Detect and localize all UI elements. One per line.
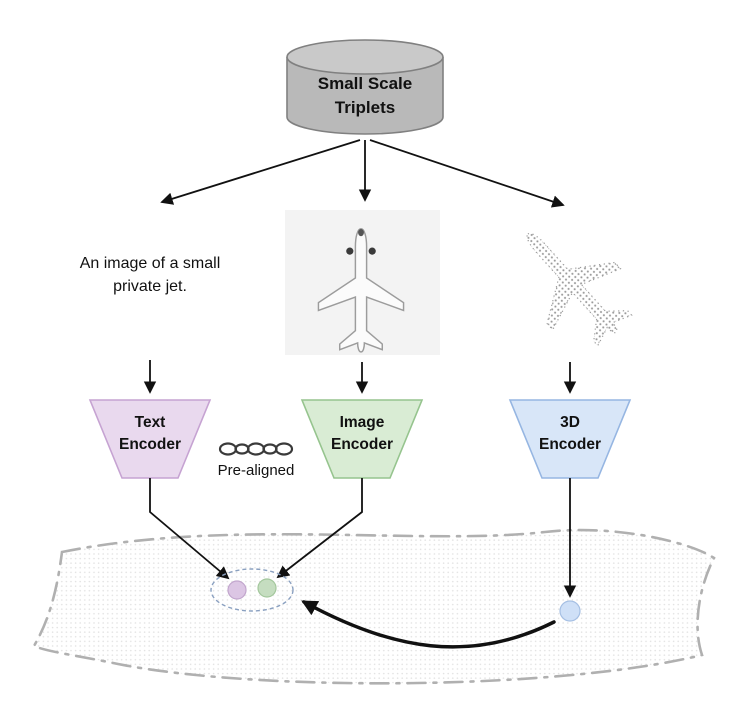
database-label: Small Scale Triplets [317,74,413,117]
aligned-cluster-ellipse [210,568,294,612]
sample-to-encoder-arrows [143,360,577,394]
pointcloud-sample [526,232,633,347]
threed-encoder-shape [508,399,632,479]
surface-outline [32,528,716,685]
airplane-pointcloud-icon [526,232,633,347]
arrow-textenc-to-point [149,478,230,580]
text-encoder-label: Text Encoder [118,414,181,454]
text-sample-caption: An image of a small private jet. [79,255,221,296]
chain-icon [218,442,294,456]
text-embedding-point [227,580,247,600]
alignment-pull-arrow [301,600,556,649]
arrow-to-text [160,139,361,205]
embedding-points [227,578,581,622]
cylinder-body [286,57,444,135]
text-encoder-shape [88,399,212,479]
embedding-space-surface [32,528,716,685]
image-encoder-shape [300,399,424,479]
airplane-image-icon [317,227,405,353]
image-sample [285,210,440,355]
fanout-arrows [160,139,565,208]
threed-encoder-label: 3D Encoder [538,414,601,454]
arrow-imageenc-to-point [276,478,363,579]
image-embedding-point [257,578,277,598]
encoder-shapes [88,399,632,479]
prealigned-label: Pre-aligned [217,462,295,479]
arrow-to-pointcloud [369,139,565,208]
threed-embedding-point [559,600,581,622]
database-cylinder-icon [286,39,444,135]
image-encoder-label: Image Encoder [330,414,393,454]
encoder-output-arrows [149,478,577,598]
cylinder-top [286,39,444,75]
